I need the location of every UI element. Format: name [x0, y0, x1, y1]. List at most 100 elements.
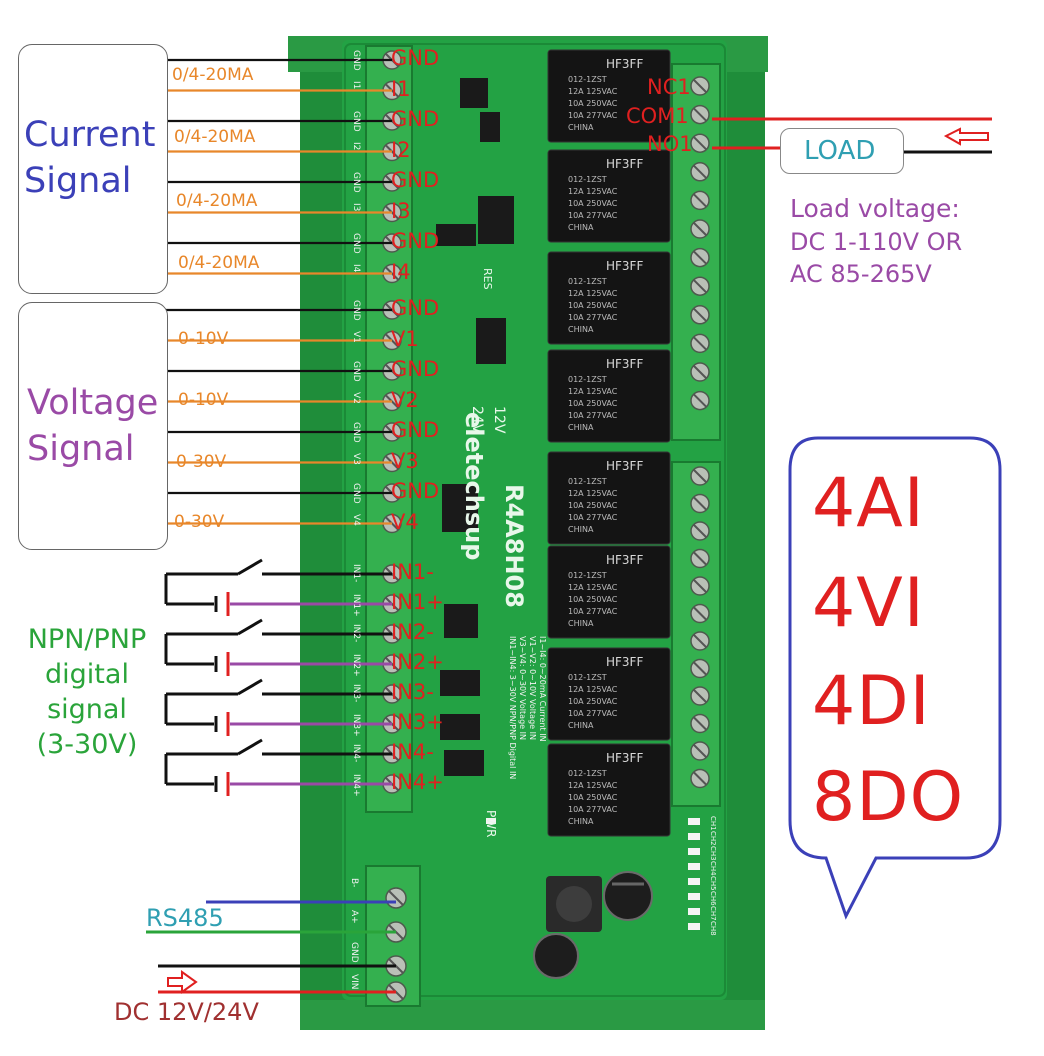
wire-label-v2: 0-10V — [178, 390, 229, 410]
relay-spec-5-3: 10A 250VAC — [568, 501, 618, 510]
load-box — [780, 128, 904, 174]
silk-bottom-2: A+ — [349, 910, 359, 924]
ic-4 — [442, 484, 478, 532]
silk-left-1: GND — [351, 50, 361, 71]
relay-spec-4-5: CHINA — [568, 423, 594, 432]
relay-spec-1-1: 012-1ZST — [568, 75, 607, 84]
relay-6 — [547, 545, 671, 639]
terminal-label-12: V2 — [391, 387, 419, 412]
relay-spec-7-5: CHINA — [568, 721, 594, 730]
terminal-label-17: IN1- — [391, 560, 434, 584]
led-ch8 — [688, 923, 700, 930]
silk-led-8: CH8 — [709, 921, 717, 936]
relay-spec-6-3: 10A 250VAC — [568, 595, 618, 604]
screw-right-a-7 — [690, 247, 710, 268]
relay-brand-8: HF3FF — [606, 751, 644, 765]
relay-7 — [547, 647, 671, 741]
wire-label-v1: 0-10V — [178, 329, 229, 349]
ic-10 — [480, 112, 500, 142]
wire-label-i2: 0/4-20MA — [174, 127, 256, 147]
callout-bubble — [788, 436, 1002, 920]
relay-spec-5-4: 10A 277VAC — [568, 513, 618, 522]
silk-left-20: IN2+ — [351, 654, 361, 677]
silk-left-10: V1 — [351, 330, 361, 343]
silk-left-6: I3 — [351, 202, 361, 211]
relay-spec-1-2: 12A 125VAC — [568, 87, 618, 96]
relay-spec-8-1: 012-1ZST — [568, 769, 607, 778]
load-arrow-icon — [943, 127, 989, 146]
capacitor-1 — [603, 871, 653, 921]
silk-led-2: CH2 — [709, 831, 717, 846]
relay-spec-4-3: 10A 250VAC — [568, 399, 618, 408]
relay-spec-6-1: 012-1ZST — [568, 571, 607, 580]
relay-spec-6-2: 12A 125VAC — [568, 583, 618, 592]
terminal-label-14: V3 — [391, 448, 419, 473]
relay-spec-5-2: 12A 125VAC — [568, 489, 618, 498]
screw-bottom-1 — [385, 887, 407, 909]
di-switch-4 — [237, 738, 263, 756]
relay-spec-8-5: CHINA — [568, 817, 594, 826]
silk-bottom-3: GND — [349, 942, 359, 963]
terminal-label-11: GND — [391, 357, 440, 381]
digital-signal-label: NPN/PNP digital signal (3-30V) — [27, 624, 147, 760]
di-switch-3 — [237, 678, 263, 696]
relay-spec-3-3: 10A 250VAC — [568, 301, 618, 310]
terminal-label-8: I4 — [391, 259, 411, 284]
silk-bottom-1: B- — [349, 878, 359, 888]
silk-bottom-4: VIN — [349, 974, 359, 990]
current-signal-label: Current Signal — [24, 115, 156, 201]
silk-left-12: V2 — [351, 391, 361, 404]
led-ch7 — [688, 908, 700, 915]
board-res-label: RES — [481, 268, 494, 290]
relay-spec-2-1: 012-1ZST — [568, 175, 607, 184]
relay-terminal-nc1: NC1 — [647, 75, 691, 99]
terminal-label-21: IN3- — [391, 680, 434, 704]
terminal-label-16: V4 — [391, 509, 419, 534]
screw-right-a-11 — [690, 362, 710, 382]
silk-left-14: V3 — [351, 452, 361, 465]
inductor-coil — [556, 886, 592, 922]
board-24v-jumper: 24V — [469, 406, 485, 434]
silk-left-16: V4 — [351, 513, 361, 526]
power-supply-label: DC 12V/24V — [114, 998, 259, 1026]
silk-led-4: CH4 — [709, 861, 717, 876]
screw-right-b-2 — [690, 493, 710, 514]
silk-left-21: IN3- — [351, 684, 361, 703]
callout-4ai: 4AI — [812, 464, 925, 543]
screw-right-b-6 — [690, 603, 710, 624]
screw-right-b-5 — [690, 576, 710, 596]
screw-right-a-10 — [690, 333, 710, 354]
relay-spec-5-1: 012-1ZST — [568, 477, 607, 486]
callout-4vi: 4VI — [812, 564, 925, 643]
led-ch2 — [688, 833, 700, 840]
wire-label-i3: 0/4-20MA — [176, 191, 258, 211]
terminal-label-2: I1 — [391, 76, 411, 101]
relay-brand-7: HF3FF — [606, 655, 644, 669]
screw-right-b-12 — [690, 768, 710, 789]
screw-right-a-12 — [690, 390, 710, 411]
board-pwr-label: PWR — [484, 810, 498, 838]
relay-spec-2-3: 10A 250VAC — [568, 199, 618, 208]
screw-right-a-2 — [690, 104, 710, 125]
relay-brand-3: HF3FF — [606, 259, 644, 273]
terminal-label-10: V1 — [391, 326, 419, 351]
current-signal-box — [18, 44, 168, 294]
terminal-label-20: IN2+ — [391, 650, 444, 674]
silk-left-15: GND — [351, 483, 361, 504]
led-ch4 — [688, 863, 700, 870]
relay-spec-4-2: 12A 125VAC — [568, 387, 618, 396]
ic-3 — [476, 318, 506, 364]
relay-5 — [547, 451, 671, 545]
relay-spec-7-3: 10A 250VAC — [568, 697, 618, 706]
relay-8 — [547, 743, 671, 837]
relay-spec-4-1: 012-1ZST — [568, 375, 607, 384]
voltage-signal-label: Voltage Signal — [27, 383, 159, 469]
relay-spec-7-1: 012-1ZST — [568, 673, 607, 682]
silk-led-1: CH1 — [709, 816, 717, 831]
relay-brand-1: HF3FF — [606, 57, 644, 71]
silk-left-11: GND — [351, 361, 361, 382]
power-arrow-icon — [167, 970, 198, 994]
screw-right-b-8 — [690, 658, 710, 679]
screw-right-b-1 — [690, 466, 710, 486]
